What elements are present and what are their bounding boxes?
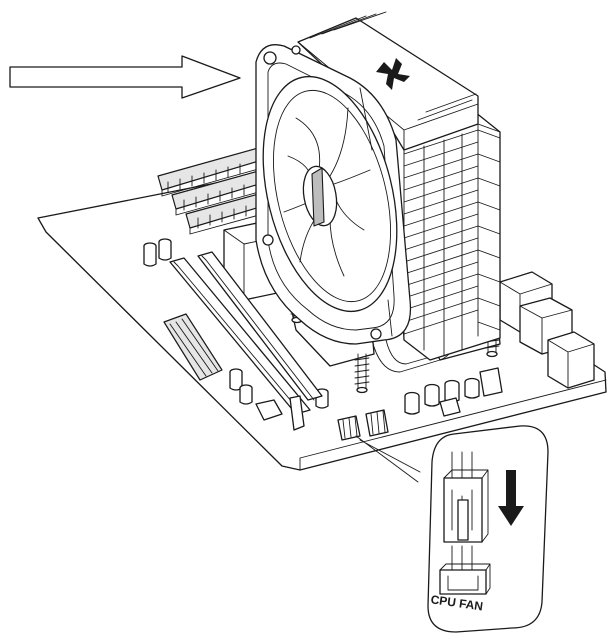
io-blocks (499, 271, 595, 389)
atx-24pin (163, 313, 223, 381)
cooler-fan (255, 44, 412, 345)
arrow-down-icon (498, 470, 524, 526)
ram-slots (157, 147, 271, 235)
cpu-fan-socket (439, 545, 491, 595)
capacitors-left (143, 238, 329, 409)
fan-plug (443, 451, 489, 543)
tri-blade-logo-icon (376, 58, 410, 90)
pcie-slots (163, 251, 323, 415)
cpu-cooler (255, 11, 501, 394)
arrow-right-outline-icon (9, 55, 241, 99)
fan-headers-board (337, 409, 389, 441)
cpu-fan-connector-callout: CPU FAN (355, 425, 549, 633)
capacitors-right (404, 367, 503, 417)
